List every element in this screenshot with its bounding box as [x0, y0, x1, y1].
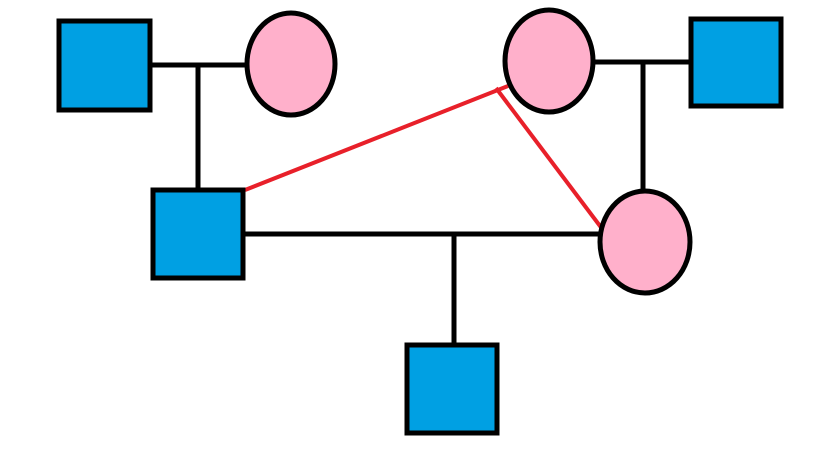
mother-circle	[597, 188, 693, 296]
maternal-grandfather-square	[688, 16, 784, 109]
highlight-line-father-maternal-grandmother	[244, 84, 509, 192]
paternal-grandfather-square	[56, 18, 153, 113]
child-square	[404, 342, 500, 436]
maternal-grandmother-circle	[502, 7, 596, 115]
father-square	[150, 187, 246, 281]
paternal-grandmother-circle	[244, 10, 338, 118]
highlight-line-maternal-grandmother-mother	[494, 86, 605, 232]
